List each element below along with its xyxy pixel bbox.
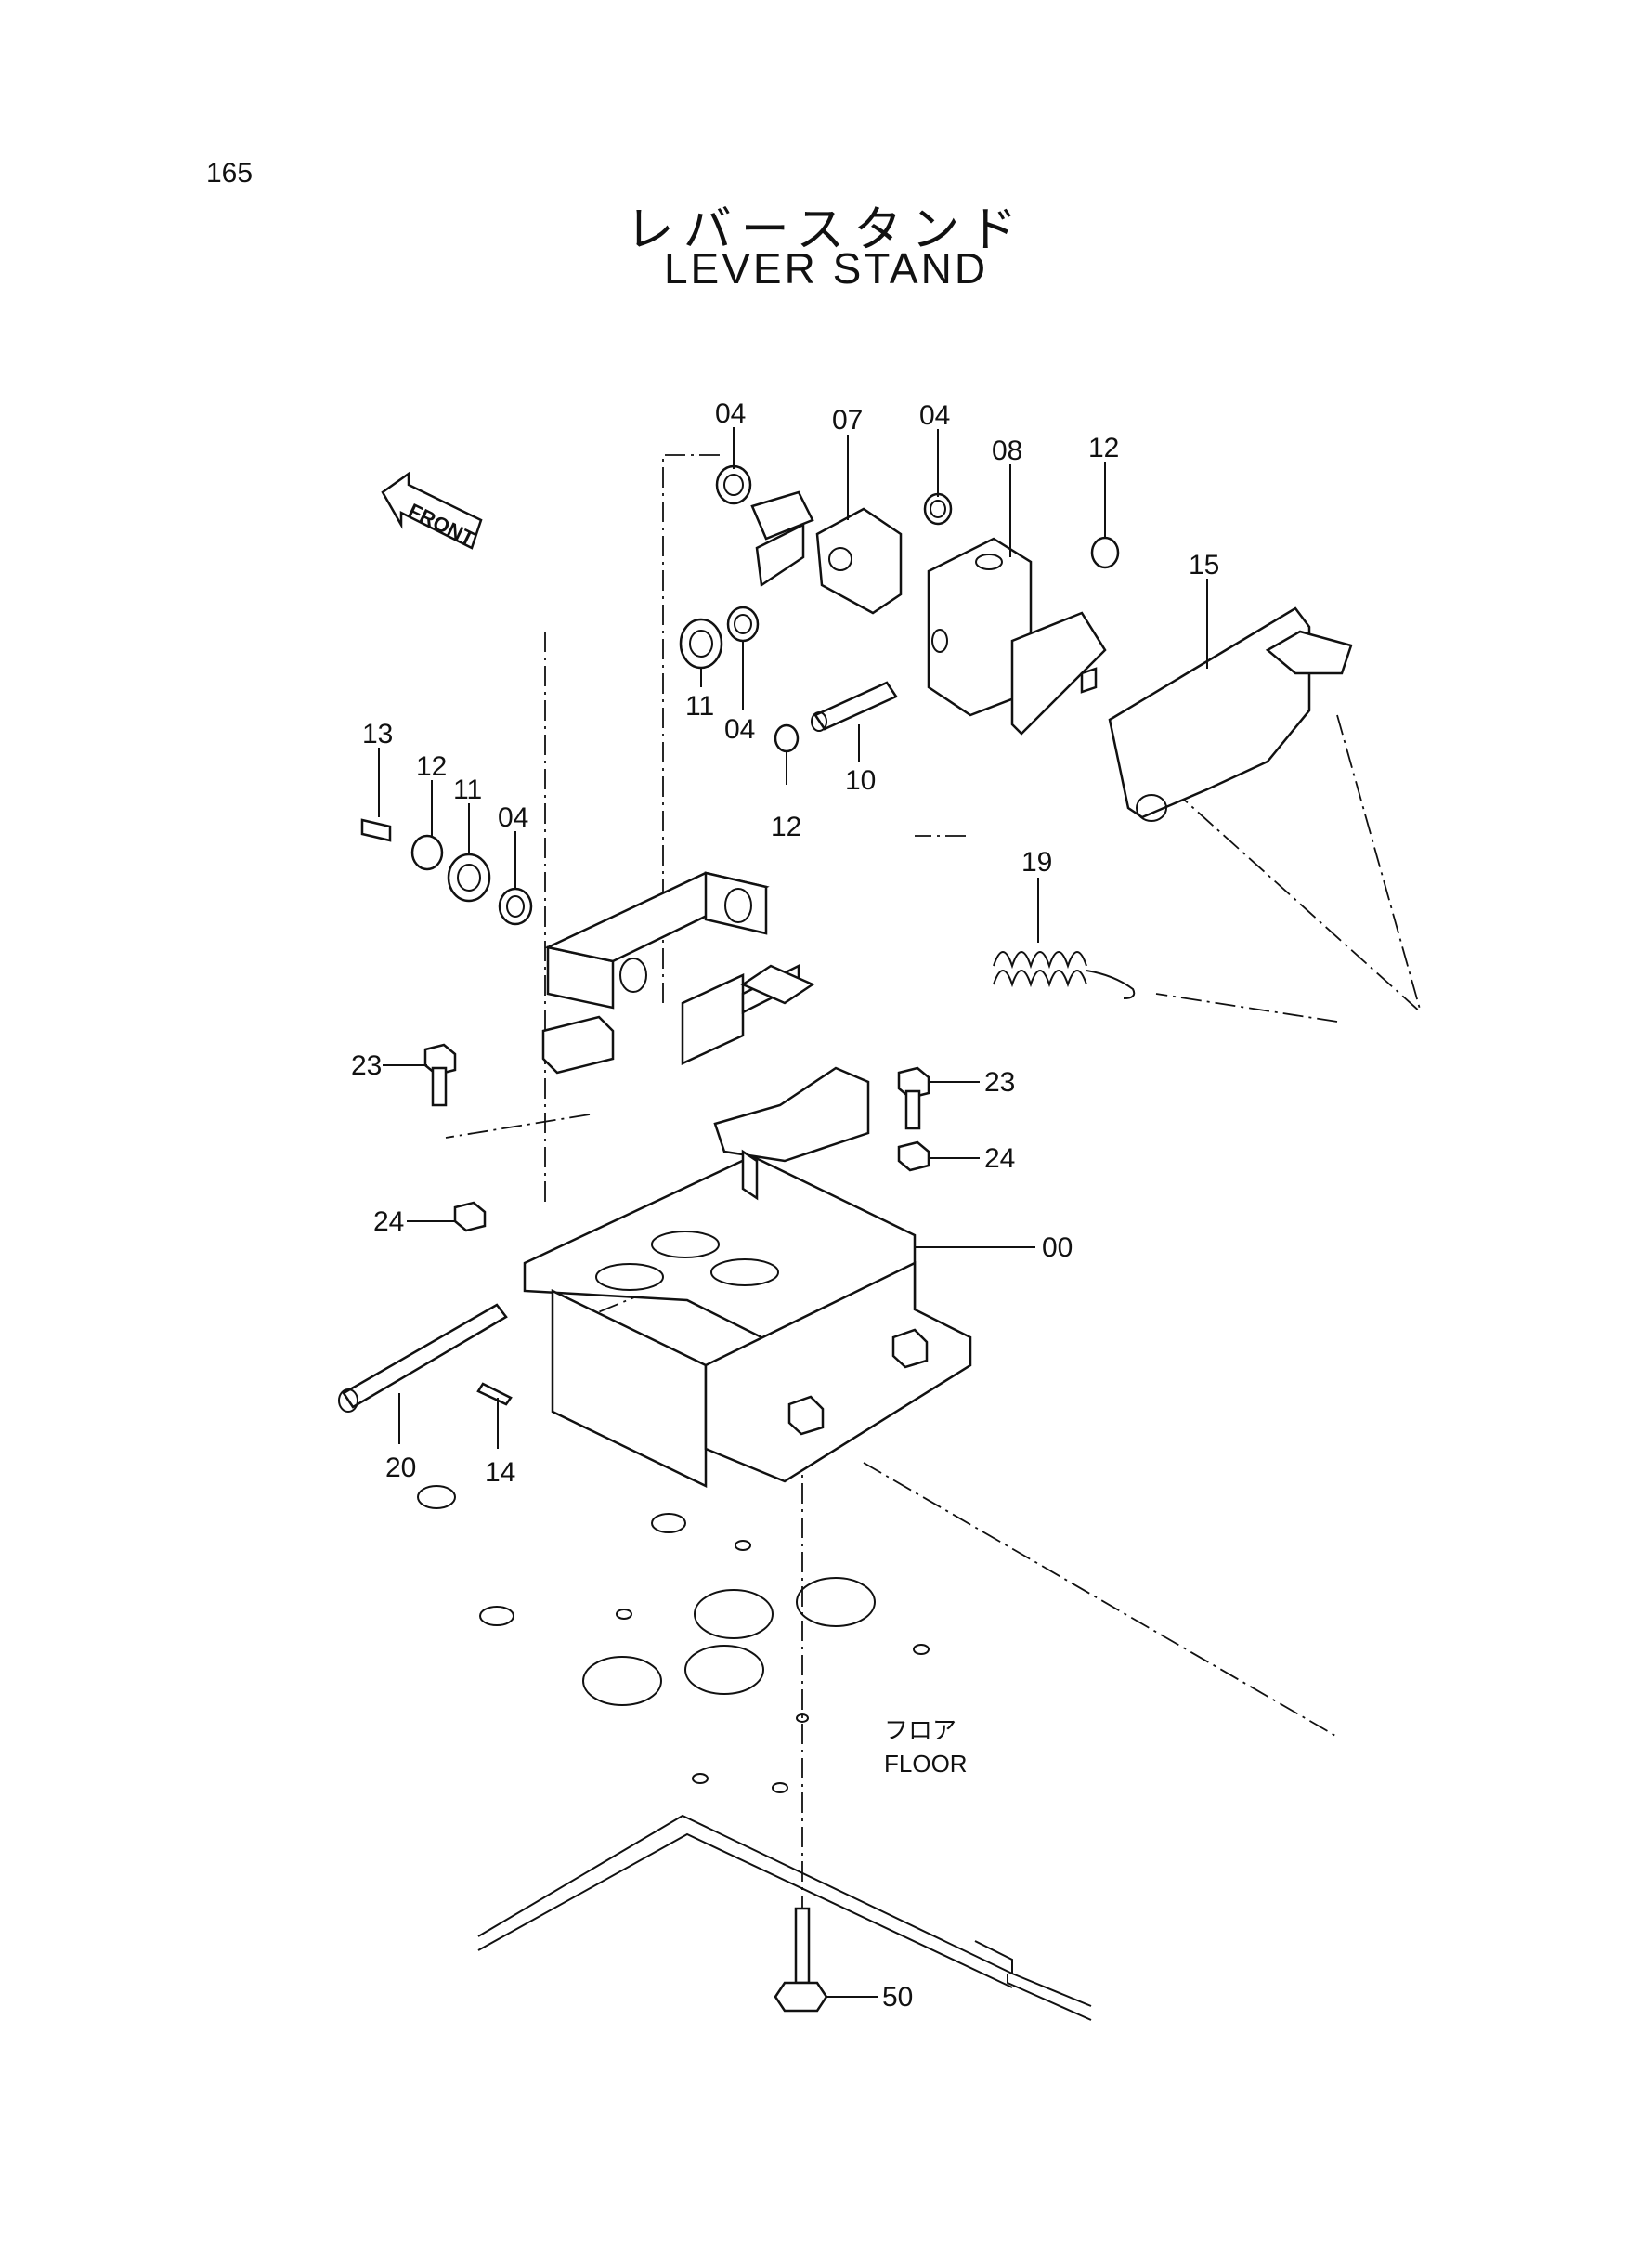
- callout-leaders: [378, 427, 1208, 1998]
- callout-04-top-left: 04: [715, 398, 746, 429]
- callout-04-top-right: 04: [919, 400, 950, 431]
- callout-24-right: 24: [984, 1143, 1015, 1174]
- callout-10: 10: [845, 765, 876, 796]
- small-hardware: [360, 464, 1120, 926]
- page-number: 165: [206, 158, 254, 189]
- callout-11-upper: 11: [685, 691, 714, 722]
- floor-label-japanese: フロア: [884, 1716, 956, 1744]
- callout-23-right: 23: [984, 1067, 1015, 1098]
- front-arrow-icon: FRONT: [381, 471, 483, 551]
- callout-07: 07: [832, 405, 863, 436]
- callout-15: 15: [1189, 550, 1219, 580]
- callout-labels: 04 07 04 08 12 15 11 04 10 12 13 12 11 0…: [351, 398, 1219, 2013]
- lever-stand-frame: [541, 871, 870, 1201]
- callout-11-left: 11: [453, 775, 482, 805]
- bolts-and-nuts: [423, 1043, 930, 1232]
- callout-12-left: 12: [416, 751, 447, 782]
- assembly-guide-lines: [445, 454, 1422, 1987]
- callout-12-top: 12: [1088, 433, 1119, 463]
- callout-13: 13: [362, 719, 393, 749]
- pivot-block: [750, 490, 903, 615]
- lever-bracket: [927, 537, 1107, 736]
- callout-04-left: 04: [498, 802, 528, 833]
- title-english: LEVER STAND: [663, 244, 989, 293]
- floor-bolt: [774, 1907, 828, 2013]
- return-spring: [993, 951, 1136, 999]
- callout-14: 14: [485, 1457, 515, 1488]
- callout-08: 08: [992, 436, 1022, 466]
- callout-04-upper-mid: 04: [724, 714, 755, 745]
- callout-23-left: 23: [351, 1050, 382, 1081]
- base-bracket: [523, 1154, 972, 1488]
- floor-label-english: FLOOR: [884, 1750, 968, 1778]
- callout-00: 00: [1042, 1232, 1073, 1263]
- title-japanese: レバースタンド: [625, 202, 1027, 258]
- callout-20: 20: [385, 1453, 416, 1483]
- floor-plate: [417, 1485, 1092, 2021]
- callout-24-left: 24: [373, 1206, 404, 1237]
- callout-50: 50: [882, 1982, 913, 2013]
- shaft-pin: [338, 1303, 513, 1413]
- lever-plate: [1108, 606, 1353, 822]
- callout-12-mid: 12: [771, 812, 801, 842]
- callout-19: 19: [1021, 847, 1052, 878]
